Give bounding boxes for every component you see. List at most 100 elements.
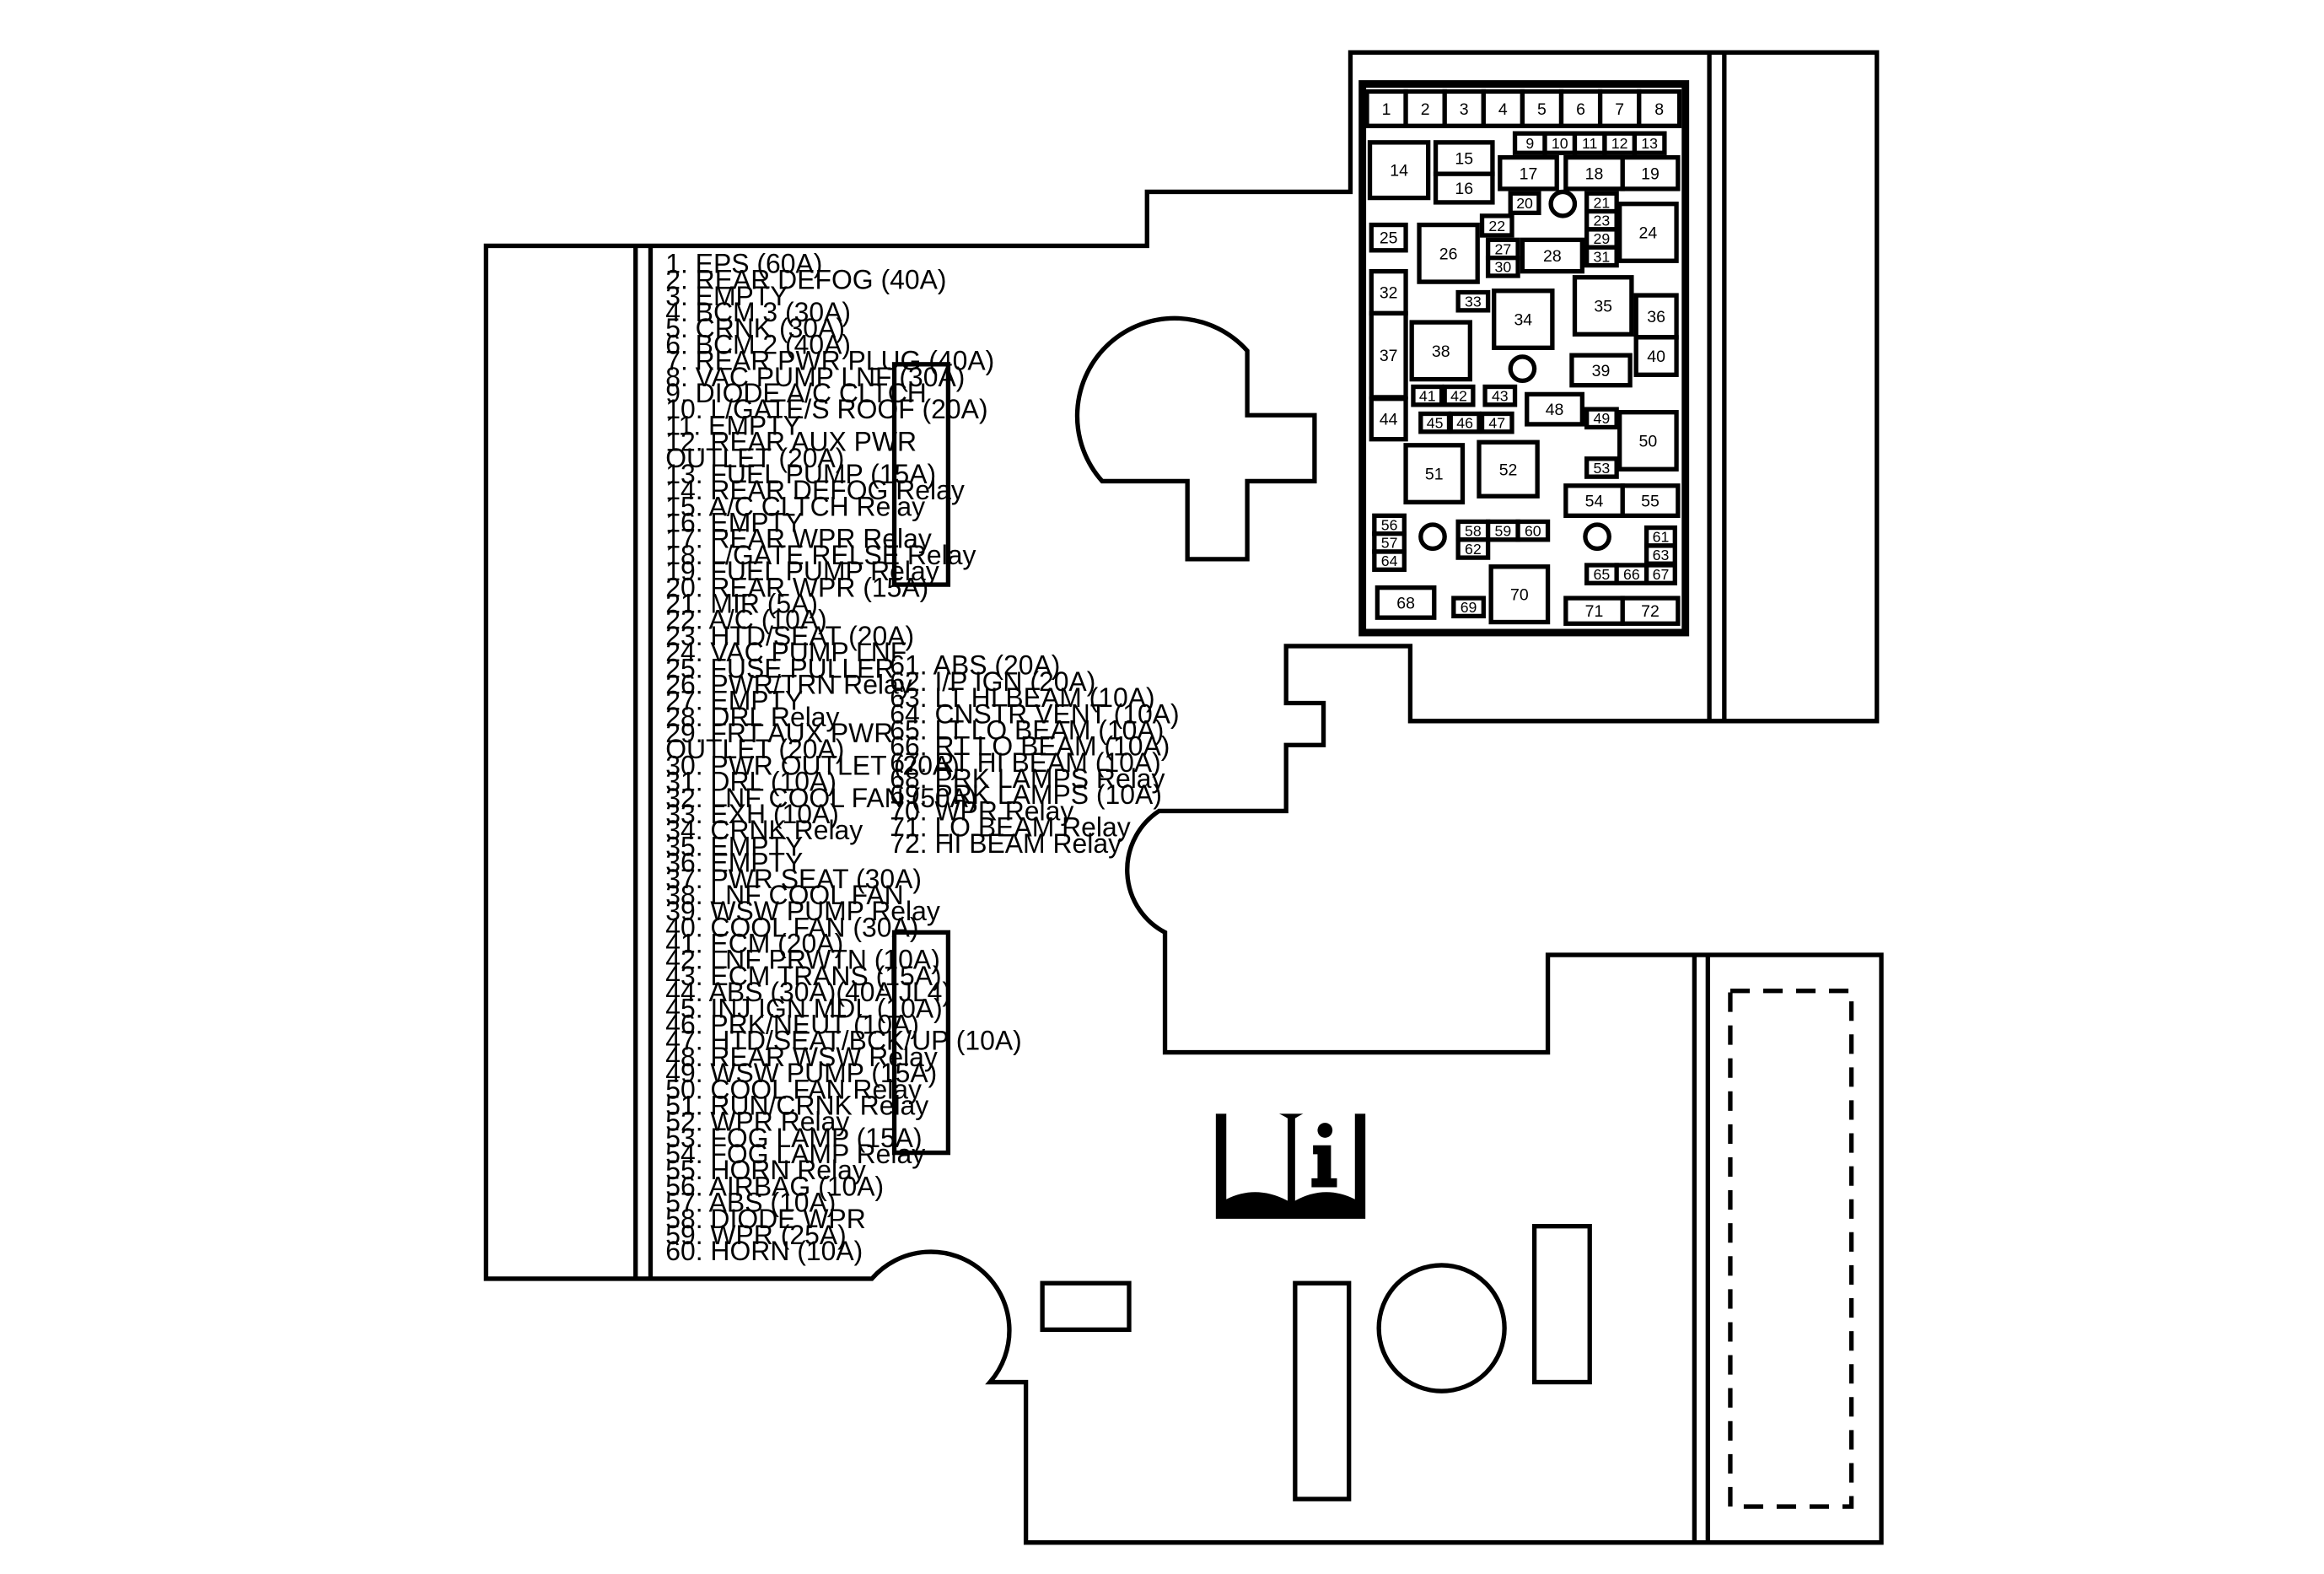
fuse-number: 4 xyxy=(1498,100,1508,119)
legend-line: 27. EMPTY xyxy=(665,686,803,716)
legend-line: 66. RT LO BEAM (10A) xyxy=(890,731,1170,762)
legend-line: 48. REAR WSW Relay xyxy=(665,1042,938,1072)
latch-cutout xyxy=(1074,315,1317,562)
fuse-number: 46 xyxy=(1456,415,1473,432)
fuse-number: 8 xyxy=(1654,100,1664,119)
fuse-slot-55 xyxy=(1620,483,1681,519)
fuse-number: 52 xyxy=(1499,461,1518,479)
legend-line: 36. EMPTY xyxy=(665,848,803,878)
legend-line: 51. RUN/CRNK Relay xyxy=(665,1090,928,1120)
fuse-number: 3 xyxy=(1460,100,1469,119)
legend-line: 68. PRK LAMPS Relay xyxy=(890,763,1165,794)
fuse-slot-50 xyxy=(1617,410,1679,472)
legend-line: 32. LNF COOL FAN (50A) xyxy=(665,783,976,813)
legend-line: 64. CNSTR VENT (10A) xyxy=(890,698,1179,729)
fuse-number: 64 xyxy=(1381,553,1398,569)
fuse-slot-18 xyxy=(1563,154,1625,191)
fuse-number: 63 xyxy=(1653,547,1670,563)
legend-line: 33. EXH (10A) xyxy=(665,799,839,829)
fuse-number: 49 xyxy=(1594,410,1611,427)
fuse-slot-67 xyxy=(1643,563,1677,585)
fuse-number: 65 xyxy=(1594,566,1611,583)
fuse-slot-39 xyxy=(1569,353,1633,388)
legend-line: 4. BCM 3 (30A) xyxy=(665,297,851,327)
legend-line: 16. EMPTY xyxy=(665,508,803,538)
fuse-number: 26 xyxy=(1439,245,1458,263)
fuse-number: 51 xyxy=(1425,466,1444,484)
fuse-slot-51 xyxy=(1403,443,1466,505)
mounting-hole xyxy=(1583,522,1611,552)
legend-line: 70. WPR Relay xyxy=(890,795,1073,826)
legend-line: 49. WSW PUMP (15A) xyxy=(665,1058,937,1088)
legend-line: 57. ABS (10A) xyxy=(665,1188,836,1218)
housing-outline xyxy=(483,50,1884,1545)
fuse-slot-30 xyxy=(1485,256,1520,278)
legend-line: 56. AIRBAG (10A) xyxy=(665,1171,884,1201)
legend-line: 1. EPS (60A) xyxy=(665,248,822,278)
legend-line: 54. FOG LAMP Relay xyxy=(665,1139,925,1169)
legend-line: 34. CRNK Relay xyxy=(665,815,863,845)
legend-line: 23. HTD/SEAT (20A) xyxy=(665,621,914,651)
mounting-slot xyxy=(891,362,951,587)
mounting-slot xyxy=(891,930,951,1156)
fuse-legend-left: 1. EPS (60A)2. REAR DEFOG (40A)3. EMPTY4… xyxy=(665,248,1022,1266)
fuse-number: 32 xyxy=(1380,284,1398,303)
fuse-number: 67 xyxy=(1653,566,1670,583)
legend-line: 38. LNF COOL FAN xyxy=(665,880,904,910)
fuse-number: 1 xyxy=(1382,100,1391,119)
fuse-slot-72 xyxy=(1620,596,1681,626)
legend-line: 19. FUEL PUMP Relay xyxy=(665,556,939,586)
fuse-number: 71 xyxy=(1585,602,1604,621)
fuse-number: 16 xyxy=(1455,180,1473,198)
fuse-number: 9 xyxy=(1525,135,1534,152)
fuse-slot-2 xyxy=(1403,89,1447,128)
legend-line: 21. MIR (5A) xyxy=(665,588,818,618)
legend-line: 61. ABS (20A) xyxy=(890,650,1060,681)
fuse-slot-46 xyxy=(1448,411,1482,434)
fuse-number: 68 xyxy=(1396,594,1415,612)
legend-line: 43. ECM TRANS (15A) xyxy=(665,961,941,991)
legend-line: 53. FOG LAMP (15A) xyxy=(665,1123,922,1153)
fuse-number: 36 xyxy=(1647,308,1665,326)
fuse-number: 21 xyxy=(1594,194,1611,211)
fuse-slot-17 xyxy=(1498,154,1559,191)
fuse-number: 18 xyxy=(1585,164,1604,183)
legend-line: 72. HI BEAM Relay xyxy=(890,828,1122,859)
fuse-slot-16 xyxy=(1433,171,1495,205)
fuse-slot-20 xyxy=(1508,191,1541,216)
dashed-cover-outline xyxy=(1728,989,1854,1509)
legend-line: 55. HORN Relay xyxy=(665,1155,866,1185)
fuse-number: 41 xyxy=(1419,388,1436,405)
fuse-number: 66 xyxy=(1623,566,1640,583)
fuse-slot-3 xyxy=(1442,89,1486,128)
fuse-number: 22 xyxy=(1488,218,1505,234)
fuse-slot-64 xyxy=(1372,549,1407,572)
fuse-number: 54 xyxy=(1585,493,1604,511)
legend-line: 40. COOL FAN (30A) xyxy=(665,912,918,942)
fuse-number: 34 xyxy=(1514,311,1532,330)
fuse-number: 29 xyxy=(1594,230,1611,247)
legend-line: 9. DIODE A/C CLTCH xyxy=(665,378,927,408)
legend-line: 41. ECM (20A) xyxy=(665,929,843,959)
legend-line: 44. ABS (30A)(40A JL4) xyxy=(665,977,951,1007)
legend-line: 63. LT HI BEAM (10A) xyxy=(890,682,1154,713)
legend-line: OUTLET (20A) xyxy=(665,734,844,764)
legend-line: 65. LT LO BEAM (10A) xyxy=(890,714,1164,745)
fuse-number: 14 xyxy=(1390,162,1408,181)
fuse-slot-54 xyxy=(1563,483,1625,519)
legend-line: 58. DIODE WPR xyxy=(665,1204,866,1234)
fuse-slot-14 xyxy=(1367,140,1431,201)
fuse-number: 55 xyxy=(1641,493,1660,511)
fuse-number: 7 xyxy=(1615,100,1624,119)
mounting-slot xyxy=(1293,1280,1352,1501)
fuse-number: 45 xyxy=(1427,415,1444,432)
legend-line: 35. EMPTY xyxy=(665,831,803,861)
fuse-number: 60 xyxy=(1525,522,1541,539)
fuse-number: 61 xyxy=(1653,529,1670,546)
legend-line: 22. A/C (10A) xyxy=(665,605,827,635)
fuse-number: 10 xyxy=(1552,135,1568,152)
legend-line: 6. BCM 2 (40A) xyxy=(665,329,851,359)
